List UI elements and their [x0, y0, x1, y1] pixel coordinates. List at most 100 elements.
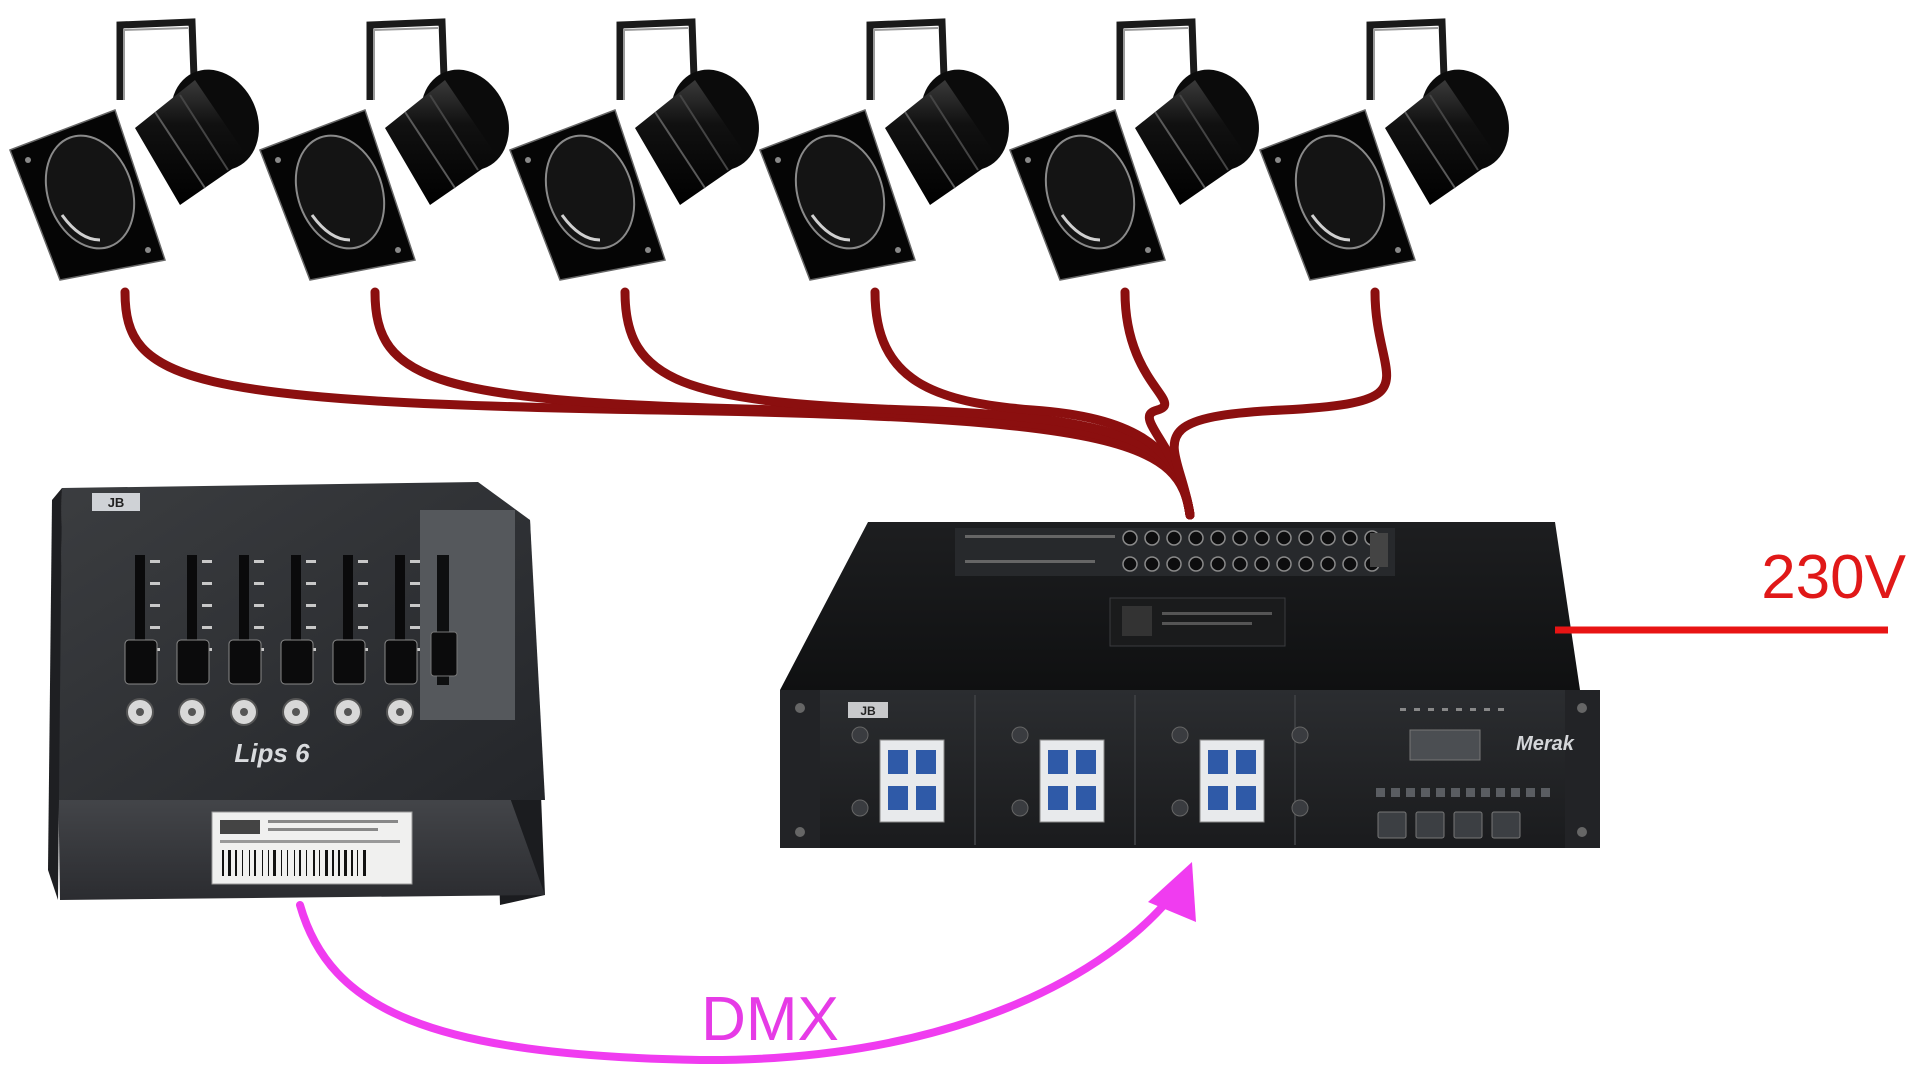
output-socket	[1320, 530, 1336, 546]
dimmer-rack-screw	[1577, 827, 1587, 837]
spotlight-band	[904, 111, 956, 189]
channel-led	[1376, 788, 1385, 797]
output-socket	[1276, 556, 1292, 572]
fader-knob[interactable]	[124, 639, 158, 685]
console-brand-logo	[92, 493, 140, 511]
flash-button-center	[136, 708, 144, 716]
console-front-sticker	[211, 811, 413, 885]
spotlight-body	[885, 80, 998, 205]
spotlight-yoke	[1116, 18, 1199, 106]
fuse-holder	[1171, 726, 1189, 744]
fader-tick	[202, 560, 212, 563]
spotlight-lens-highlight	[810, 214, 851, 242]
output-socket	[1188, 530, 1204, 546]
spotlight-yoke	[1366, 18, 1449, 106]
fader-tick	[358, 582, 368, 585]
channel-led	[1481, 788, 1490, 797]
spotlight-band	[154, 111, 206, 189]
spotlight-lens-highlight	[1060, 214, 1101, 242]
dimmer-display	[1409, 729, 1481, 761]
fuse-holder	[1011, 726, 1029, 744]
fader-tick	[254, 604, 264, 607]
fader-tick	[358, 560, 368, 563]
console-faders	[124, 555, 420, 726]
spotlight-band	[429, 94, 479, 171]
spotlight-screw	[145, 247, 151, 253]
spotlight-body	[385, 80, 498, 205]
fader-knob[interactable]	[384, 639, 418, 685]
spotlight-body	[635, 80, 748, 205]
spotlight-body	[135, 80, 248, 205]
spotlights	[9, 18, 1509, 281]
breaker-toggle[interactable]	[1236, 786, 1256, 810]
spotlight-screw	[275, 157, 281, 163]
channel-led	[1496, 788, 1505, 797]
fader-tick	[150, 560, 160, 563]
spotlight-yoke	[366, 18, 449, 106]
load-cables	[120, 287, 1392, 520]
output-socket	[1342, 556, 1358, 572]
fader-track	[135, 555, 145, 675]
flash-button-center	[344, 708, 352, 716]
barcode-bar	[273, 850, 276, 876]
fader-knob[interactable]	[280, 639, 314, 685]
dimmer-button[interactable]	[1453, 811, 1483, 839]
barcode-bar	[299, 850, 301, 876]
breaker-toggle[interactable]	[916, 750, 936, 774]
panel-marking	[1456, 708, 1462, 711]
barcode-bar	[332, 850, 334, 876]
spotlight-body	[1135, 80, 1248, 205]
fuse-holder	[1171, 799, 1189, 817]
dimmer-breakers	[851, 695, 1309, 845]
panel-marking	[1498, 708, 1504, 711]
console-left-edge	[48, 488, 62, 900]
channel-led	[1436, 788, 1445, 797]
fader-knob[interactable]	[332, 639, 366, 685]
spotlight-body	[1385, 80, 1498, 205]
breaker-toggle[interactable]	[1236, 750, 1256, 774]
output-socket	[1122, 530, 1138, 546]
dimmer-button[interactable]	[1415, 811, 1445, 839]
fader-tick	[150, 604, 160, 607]
barcode-bar	[281, 850, 282, 876]
spotlight-yoke-highlight	[623, 27, 689, 100]
output-socket	[1144, 556, 1160, 572]
breaker-toggle[interactable]	[888, 786, 908, 810]
dimmer-buttons	[1376, 708, 1550, 839]
spotlight-band	[1404, 111, 1456, 189]
dmx-label: DMX	[701, 985, 839, 1054]
fuse-holder	[1291, 726, 1309, 744]
dimmer-button[interactable]	[1491, 811, 1521, 839]
dimmer-rack-screw	[795, 827, 805, 837]
breaker-toggle[interactable]	[1048, 750, 1068, 774]
fader-tick	[254, 560, 264, 563]
breaker-toggle[interactable]	[916, 786, 936, 810]
fader-tick	[306, 560, 316, 563]
barcode-bar	[306, 850, 307, 876]
breaker-toggle[interactable]	[1076, 750, 1096, 774]
breaker-toggle[interactable]	[1208, 786, 1228, 810]
channel-led	[1421, 788, 1430, 797]
barcode-bar	[325, 850, 328, 876]
fader-knob[interactable]	[228, 639, 262, 685]
spotlight-screw	[1025, 157, 1031, 163]
spotlight-screw	[1395, 247, 1401, 253]
fader-knob[interactable]	[176, 639, 210, 685]
breaker-toggle[interactable]	[1208, 750, 1228, 774]
console-master-fader-knob[interactable]	[430, 631, 458, 677]
breaker-toggle[interactable]	[1076, 786, 1096, 810]
flash-button-center	[292, 708, 300, 716]
output-socket	[1298, 556, 1314, 572]
dimmer-button[interactable]	[1377, 811, 1407, 839]
spotlight-band	[404, 111, 456, 189]
fader-tick	[202, 604, 212, 607]
spotlight-lens-highlight	[60, 214, 101, 242]
breaker-toggle[interactable]	[1048, 786, 1068, 810]
output-socket	[1166, 530, 1182, 546]
fader-tick	[202, 626, 212, 629]
breaker-toggle[interactable]	[888, 750, 908, 774]
fader-tick	[306, 604, 316, 607]
dimmer-model-logo: Merak	[1516, 733, 1575, 755]
barcode-bar	[262, 850, 263, 876]
